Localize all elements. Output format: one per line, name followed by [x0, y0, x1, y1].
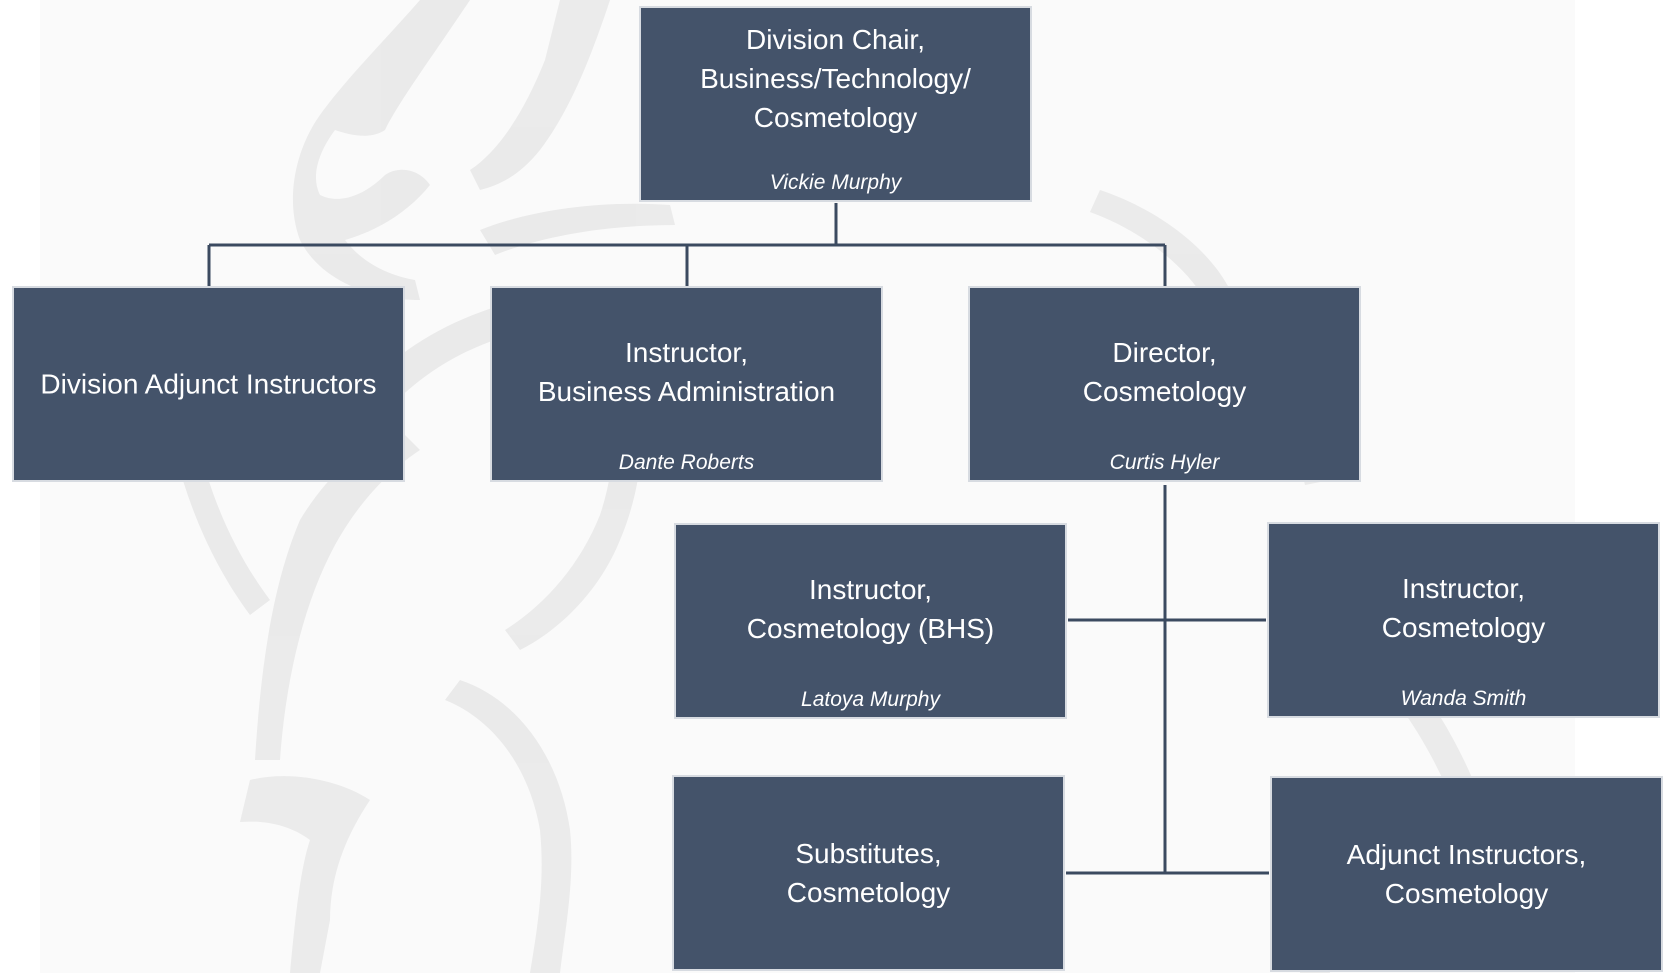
- cosmetology-instructor-box: Instructor, Cosmetology Wanda Smith: [1267, 522, 1660, 718]
- cosmetology-bhs-instructor-box: Instructor, Cosmetology (BHS) Latoya Mur…: [674, 523, 1067, 719]
- cosmetology-director-title: Director, Cosmetology: [1082, 337, 1247, 407]
- cosmetology-bhs-instructor-title: Instructor, Cosmetology (BHS): [746, 574, 995, 644]
- cosmetology-bhs-instructor-person: Latoya Murphy: [801, 688, 940, 711]
- cosmetology-director-person: Curtis Hyler: [1109, 451, 1220, 474]
- division-chair-title: Division Chair, Business/Technology/ Cos…: [700, 24, 971, 133]
- cosmetology-substitutes-title: Substitutes, Cosmetology: [786, 838, 951, 908]
- cosmetology-substitutes-box: Substitutes, Cosmetology: [672, 775, 1065, 971]
- cosmetology-adjunct-instructors-title: Adjunct Instructors, Cosmetology: [1346, 839, 1587, 909]
- division-adjunct-instructors-box: Division Adjunct Instructors: [12, 286, 405, 482]
- division-chair-box: Division Chair, Business/Technology/ Cos…: [639, 6, 1032, 202]
- cosmetology-director-box: Director, Cosmetology Curtis Hyler: [968, 286, 1361, 482]
- cosmetology-instructor-title: Instructor, Cosmetology: [1381, 573, 1546, 643]
- division-chair-person: Vickie Murphy: [769, 171, 902, 194]
- cosmetology-adjunct-instructors-box: Adjunct Instructors, Cosmetology: [1270, 776, 1663, 972]
- division-adjunct-instructors-title: Division Adjunct Instructors: [40, 368, 377, 400]
- business-administration-instructor-title: Instructor, Business Administration: [537, 337, 836, 407]
- business-administration-instructor-person: Dante Roberts: [618, 451, 755, 474]
- business-administration-instructor-box: Instructor, Business Administration Dant…: [490, 286, 883, 482]
- cosmetology-instructor-person: Wanda Smith: [1400, 687, 1527, 710]
